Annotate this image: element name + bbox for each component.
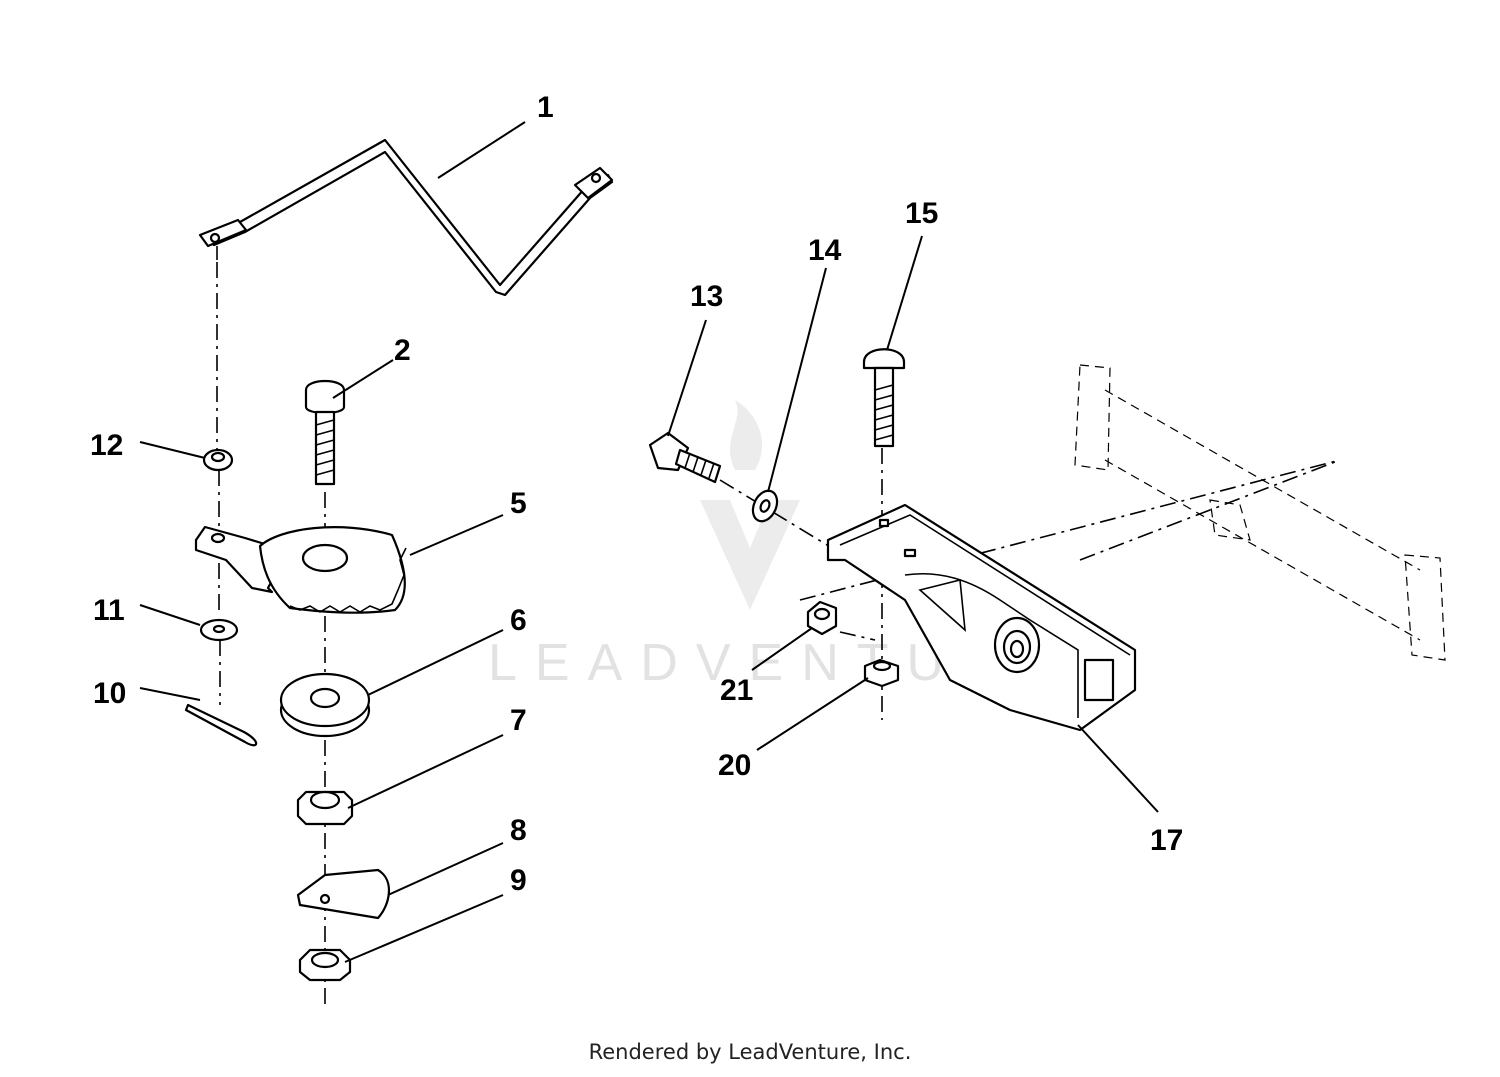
part-10-cotter-pin <box>184 703 258 747</box>
callout-11: 11 <box>93 594 125 627</box>
callout-8: 8 <box>510 814 527 847</box>
part-5-sector-gear <box>194 525 407 614</box>
callout-2: 2 <box>394 334 411 367</box>
part-13-bolt <box>648 431 722 484</box>
part-20-nut <box>863 658 900 688</box>
callout-leaders <box>139 121 1159 963</box>
callout-15: 15 <box>905 197 938 230</box>
callout-13: 13 <box>690 280 723 313</box>
reference-mount-outline <box>1074 364 1446 661</box>
part-15-carriage-bolt <box>862 348 906 448</box>
callout-20: 20 <box>718 749 751 782</box>
callout-9: 9 <box>510 864 527 897</box>
part-7-nut <box>296 790 354 826</box>
callout-17: 17 <box>1150 824 1183 857</box>
callout-6: 6 <box>510 604 527 637</box>
callout-12: 12 <box>90 429 123 462</box>
part-12-nut <box>202 448 234 472</box>
callout-14: 14 <box>808 234 842 267</box>
render-credit: Rendered by LeadVenture, Inc. <box>588 1040 912 1064</box>
callout-5: 5 <box>510 487 527 520</box>
callout-7: 7 <box>510 704 527 737</box>
part-14-washer <box>751 489 779 523</box>
callout-10: 10 <box>93 677 126 710</box>
callout-21: 21 <box>720 674 753 707</box>
part-9-nut <box>298 948 352 982</box>
callout-labels: 1 2 5 6 7 8 9 10 11 12 13 14 15 17 20 21 <box>90 91 1183 897</box>
callout-1: 1 <box>537 91 554 124</box>
part-8-clip <box>296 868 390 920</box>
part-1-rod <box>198 138 614 297</box>
part-17-bracket <box>826 503 1137 732</box>
part-2-bolt <box>304 379 346 486</box>
leadventure-logo-icon <box>700 400 800 610</box>
part-11-washer <box>199 618 239 642</box>
part-21-nut <box>806 600 838 636</box>
part-6-spacer <box>279 672 371 738</box>
